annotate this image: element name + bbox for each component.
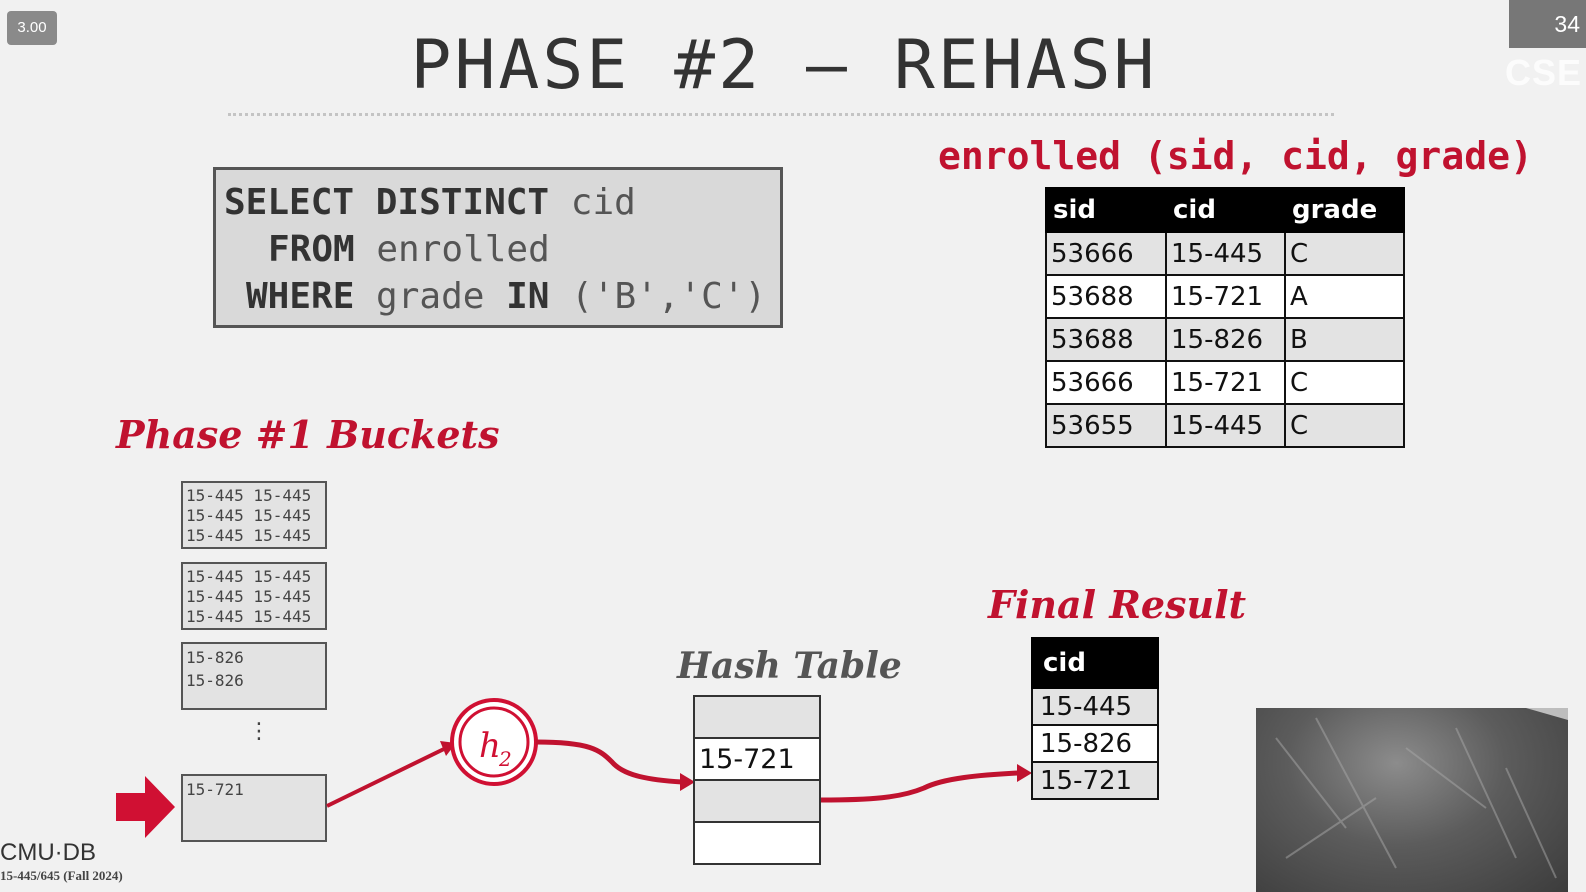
cell-cid: 15-721 — [1165, 360, 1286, 405]
cell-cid: 15-721 — [1031, 761, 1159, 800]
hash-function-subscript: 2 — [498, 747, 512, 771]
bucket-entry: 15-826 — [186, 671, 244, 690]
bucket-entry: 15-721 — [186, 780, 244, 799]
cell-cid: 15-445 — [1031, 687, 1159, 726]
course-label: 15-445/645 (Fall 2024) — [0, 868, 123, 883]
sql-text: cid — [549, 182, 636, 223]
bucket-entry: 15-445 15-445 — [186, 587, 312, 606]
hash-slot — [693, 821, 821, 865]
cell-cid: 15-826 — [1031, 724, 1159, 763]
bucket-3: 15-826 15-826 — [181, 642, 327, 710]
column-header-cid: cid — [1165, 187, 1286, 233]
table-header-row: sid cid grade — [1045, 187, 1405, 233]
cell-cid: 15-445 — [1165, 403, 1286, 448]
bucket-1: 15-445 15-445 15-445 15-445 15-445 15-44… — [181, 481, 327, 549]
cell-grade: C — [1284, 231, 1405, 276]
speaker-video-overlay[interactable] — [1256, 708, 1568, 892]
cell-grade: B — [1284, 317, 1405, 362]
cell-sid: 53688 — [1045, 317, 1167, 362]
cell-sid: 53655 — [1045, 403, 1167, 448]
table-schema-title: enrolled (sid, cid, grade) — [938, 134, 1533, 178]
slide-number: 34 — [1509, 0, 1586, 48]
sql-line-1: SELECT DISTINCT cid — [224, 182, 636, 223]
hash-slot — [693, 695, 821, 739]
sql-text: ('B','C') — [549, 276, 767, 317]
sql-line-2: FROM enrolled — [268, 229, 550, 270]
sql-query-box: SELECT DISTINCT cid FROM enrolled WHERE … — [213, 167, 783, 328]
hash-function-icon: h 2 — [450, 698, 538, 786]
table-header-row: cid — [1031, 637, 1159, 689]
table-row: 15-721 — [1031, 761, 1159, 800]
sql-line-3: WHERE grade IN ('B','C') — [246, 276, 766, 317]
column-header-cid: cid — [1031, 637, 1159, 689]
current-bucket-arrow-icon — [116, 776, 175, 838]
table-to-result-arrow — [820, 764, 1032, 803]
sql-text: enrolled — [354, 229, 550, 270]
sql-keyword: FROM — [268, 229, 355, 270]
table-row: 53688 15-721 A — [1045, 274, 1405, 319]
cell-cid: 15-445 — [1165, 231, 1286, 276]
table-row: 15-826 — [1031, 724, 1159, 763]
hash-slot: 15-721 — [693, 737, 821, 781]
table-row: 53688 15-826 B — [1045, 317, 1405, 362]
bucket-entry: 15-445 15-445 — [186, 486, 312, 505]
column-header-grade: grade — [1284, 187, 1405, 233]
cell-grade: C — [1284, 360, 1405, 405]
cell-cid: 15-721 — [1165, 274, 1286, 319]
table-row: 15-445 — [1031, 687, 1159, 726]
sql-keyword: IN — [506, 276, 550, 317]
sql-text: grade — [354, 276, 507, 317]
cell-sid: 53688 — [1045, 274, 1167, 319]
cell-cid: 15-826 — [1165, 317, 1286, 362]
phase1-buckets-label: Phase #1 Buckets — [116, 412, 500, 457]
cmu-db-logo-icon: CMU·DB — [0, 839, 96, 866]
bucket-entry: 15-445 15-445 — [186, 526, 312, 545]
bucket-entry: 15-445 15-445 — [186, 607, 312, 626]
bucket-to-hash-arrow — [326, 741, 456, 808]
cell-grade: C — [1284, 403, 1405, 448]
table-row: 53666 15-445 C — [1045, 231, 1405, 276]
bucket-current: 15-721 — [181, 774, 327, 842]
column-header-sid: sid — [1045, 187, 1167, 233]
bucket-2: 15-445 15-445 15-445 15-445 15-445 15-44… — [181, 562, 327, 630]
final-result-label: Final Result — [988, 582, 1247, 627]
enrolled-table: sid cid grade 53666 15-445 C 53688 15-72… — [1045, 187, 1405, 448]
video-frame-texture — [1275, 708, 1568, 879]
slide-number-text: 34 — [1554, 11, 1580, 37]
final-result-table: cid 15-445 15-826 15-721 — [1031, 637, 1159, 800]
slide-title: PHASE #2 – REHASH — [410, 26, 1158, 105]
corner-watermark-text: CSE — [1505, 52, 1583, 93]
cell-sid: 53666 — [1045, 231, 1167, 276]
hash-table: 15-721 — [693, 695, 821, 865]
bucket-entry: 15-445 15-445 — [186, 506, 312, 525]
hash-to-table-arrow — [535, 739, 695, 791]
cell-sid: 53666 — [1045, 360, 1167, 405]
table-row: 53655 15-445 C — [1045, 403, 1405, 448]
sql-keyword: WHERE — [246, 276, 355, 317]
playback-speed-badge[interactable]: 3.00 — [7, 11, 57, 45]
table-row: 53666 15-721 C — [1045, 360, 1405, 405]
bucket-entry: 15-826 — [186, 648, 244, 667]
bucket-entry: 15-445 15-445 — [186, 567, 312, 586]
hash-function-label: h — [479, 726, 501, 766]
hash-slot — [693, 779, 821, 823]
title-divider — [228, 113, 1334, 116]
hash-table-label: Hash Table — [677, 645, 902, 687]
cell-grade: A — [1284, 274, 1405, 319]
sql-keyword: SELECT DISTINCT — [224, 182, 550, 223]
